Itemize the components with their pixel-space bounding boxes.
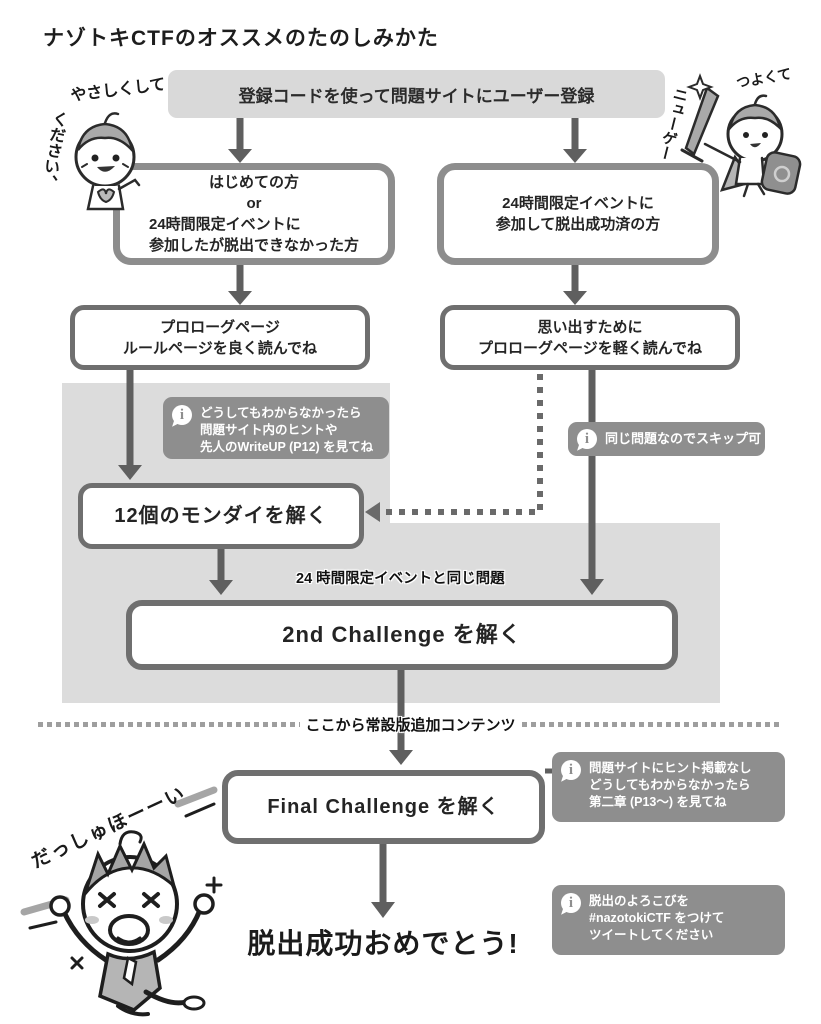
callout-final-hint: i 問題サイトにヒント掲載なし どうしてもわからなかったら 第二章 (P13〜)… xyxy=(552,752,785,822)
mascot-beginner-drawing xyxy=(74,112,141,211)
solve-12-label: 12個のモンダイを解く xyxy=(114,505,328,527)
callout-final-line2: どうしてもわからなかったら xyxy=(589,777,751,792)
prologue-left-line1: プロローグページ xyxy=(160,318,280,336)
callout-final-line1: 問題サイトにヒント掲載なし xyxy=(589,761,752,775)
callout-hint-line1: どうしてもわからなかったら xyxy=(200,406,362,420)
callout-final-line3: 第二章 (P13〜) を見てね xyxy=(589,794,727,809)
divider-label: ここから常設版追加コンテンツ xyxy=(305,717,516,734)
callout-tweet-line2: #nazotokiCTF をつけて xyxy=(589,910,725,925)
section-divider: ここから常設版追加コンテンツ xyxy=(38,714,784,735)
final-challenge-label: Final Challenge を解く xyxy=(267,796,500,818)
info-icon: i xyxy=(561,760,581,780)
callout-hint-line2: 問題サイト内のヒントや xyxy=(200,422,338,437)
node-prologue-skim: 思い出すために プロローグページを軽く読んでね xyxy=(440,305,740,370)
node-second-challenge: 2nd Challenge を解く xyxy=(126,600,678,670)
node-register: 登録コードを使って問題サイトにユーザー登録 xyxy=(168,70,665,118)
callout-tweet: i 脱出のよろこびを #nazotokiCTF をつけて ツイートしてください xyxy=(552,885,785,955)
mascot-celebrating-drawing xyxy=(20,786,223,1017)
callout-skip-line1: 同じ問題なのでスキップ可 xyxy=(605,431,762,446)
callout-skip: i 同じ問題なのでスキップ可 xyxy=(568,422,765,456)
branch-left-line3: 24時間限定イベントに xyxy=(148,216,301,233)
node-branch-first-timer: はじめての方 or 24時間限定イベントに 参加したが脱出できなかった方 xyxy=(113,163,395,265)
divider-dots-right xyxy=(521,722,784,727)
node-prologue-read: プロローグページ ルールページを良く読んでね xyxy=(70,305,370,370)
branch-left-line4: 参加したが脱出できなかった方 xyxy=(148,237,359,254)
divider-dots-left xyxy=(38,722,300,727)
callout-tweet-line3: ツイートしてください xyxy=(589,927,714,942)
branch-right-line2: 参加して脱出成功済の方 xyxy=(495,216,661,233)
second-challenge-label: 2nd Challenge を解く xyxy=(282,621,522,647)
prologue-right-line2: プロローグページを軽く読んでね xyxy=(478,339,702,357)
mascot-beginner-character xyxy=(25,60,175,220)
branch-right-line1: 24時間限定イベントに xyxy=(502,195,654,212)
branch-left-line1: はじめての方 xyxy=(208,174,299,191)
node-branch-cleared: 24時間限定イベントに 参加して脱出成功済の方 xyxy=(437,163,719,265)
mascot-celebrating-character xyxy=(8,782,243,1022)
solid-arrows xyxy=(118,118,604,918)
same-problem-label: 24 時間限定イベントと同じ問題 xyxy=(296,571,505,587)
info-icon: i xyxy=(172,405,192,425)
node-register-label: 登録コードを使って問題サイトにユーザー登録 xyxy=(238,86,595,106)
mascot-knight-character xyxy=(660,62,815,207)
prologue-left-line2: ルールページを良く読んでね xyxy=(123,339,317,357)
page-title: ナゾトキCTFのオススメのたのしみかた xyxy=(43,27,439,50)
congrats-text: 脱出成功おめでとう! xyxy=(247,928,519,959)
node-solve-12-puzzles: 12個のモンダイを解く xyxy=(78,483,364,549)
info-icon: i xyxy=(561,893,581,913)
node-final-challenge: Final Challenge を解く xyxy=(222,770,545,844)
info-icon: i xyxy=(577,429,597,449)
callout-hint-line3: 先人のWriteUP (P12) を見てね xyxy=(200,439,374,454)
prologue-right-line1: 思い出すために xyxy=(537,318,643,336)
callout-hint-writeup: i どうしてもわからなかったら 問題サイト内のヒントや 先人のWriteUP (… xyxy=(163,397,389,459)
callout-tweet-line1: 脱出のよろこびを xyxy=(589,894,690,908)
mascot-knight-drawing xyxy=(680,73,802,198)
dotted-skip-arrow xyxy=(365,374,543,522)
branch-left-line2: or xyxy=(246,195,262,212)
